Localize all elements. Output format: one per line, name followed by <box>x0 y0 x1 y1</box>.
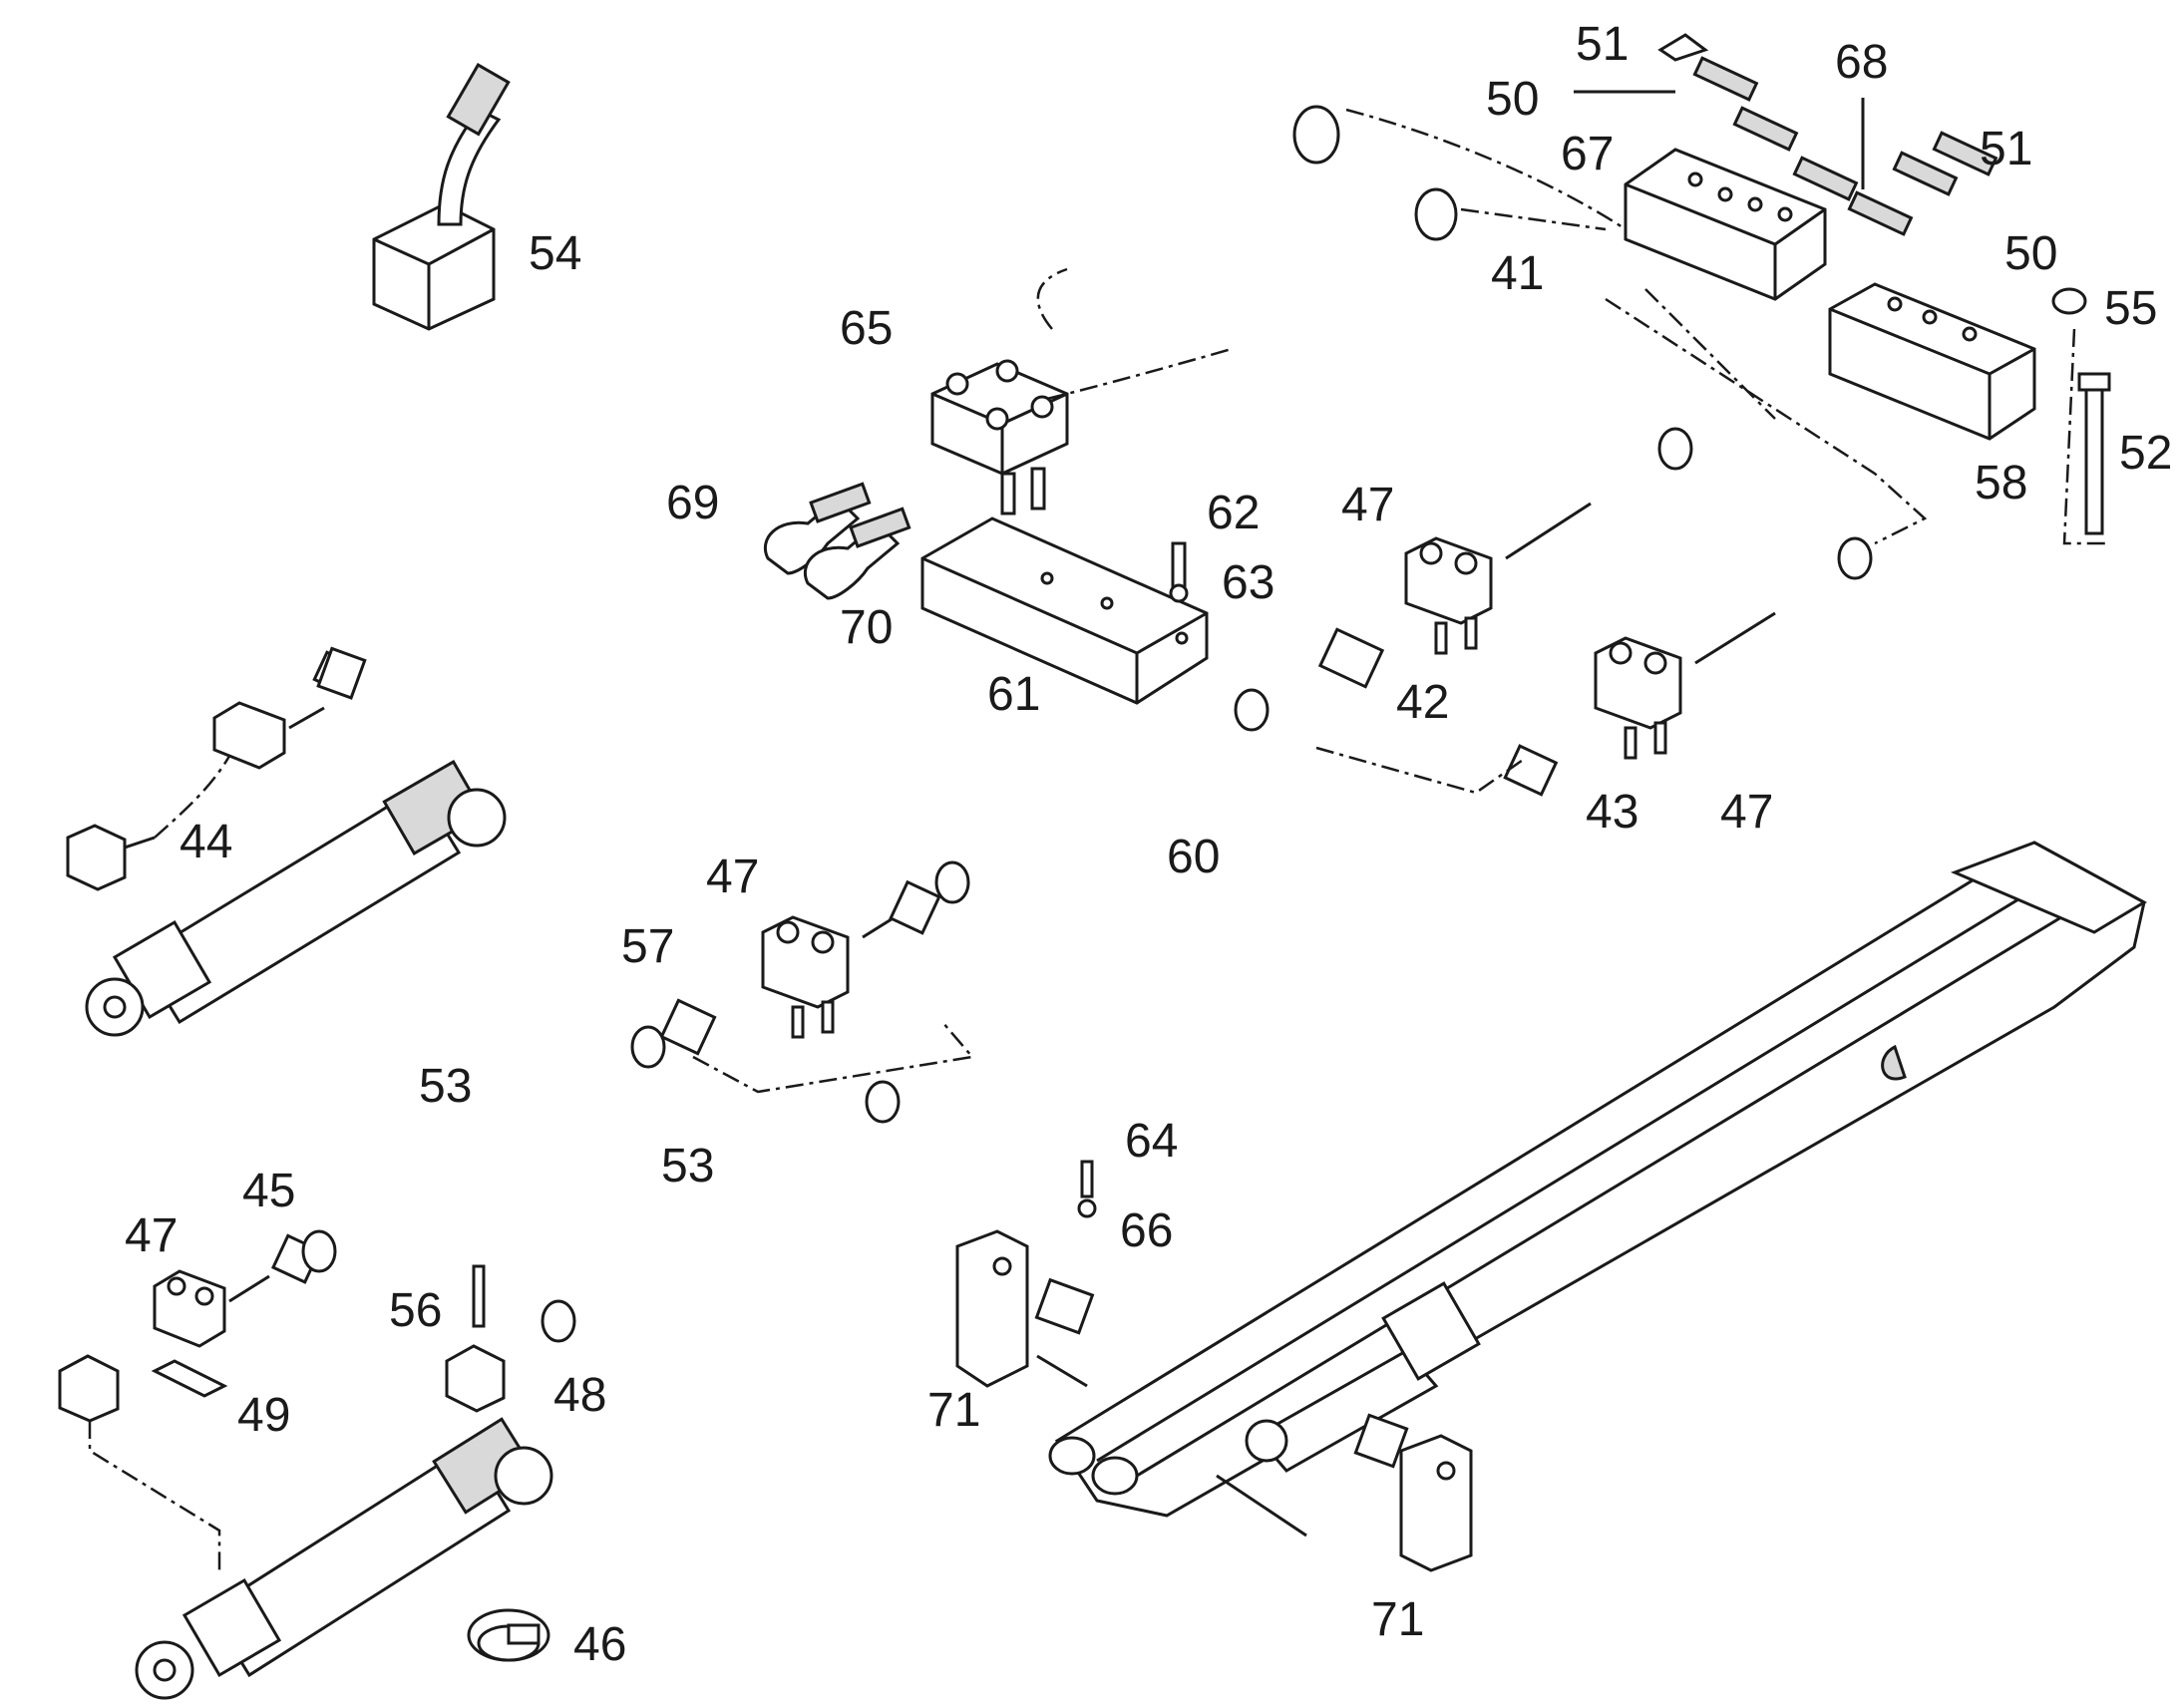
part-55-cap <box>2051 287 2087 315</box>
label-67: 67 <box>1561 128 1614 180</box>
part-46-clamp-ring <box>467 1608 550 1662</box>
part-bracket-square-right <box>1353 1413 1409 1469</box>
label-64: 64 <box>1125 1115 1178 1168</box>
label-45: 45 <box>242 1165 295 1217</box>
label-68: 68 <box>1835 36 1888 89</box>
label-71-left: 71 <box>927 1384 980 1437</box>
label-48: 48 <box>553 1369 606 1422</box>
label-47-lower: 47 <box>125 1209 178 1262</box>
part-71-block-right <box>1399 1434 1473 1572</box>
part-66-nut <box>1077 1198 1097 1218</box>
part-63-washer <box>1169 583 1189 603</box>
part-44-sensor-block <box>66 824 156 891</box>
part-47-clamp-lower <box>153 1269 226 1348</box>
part-52-long-bolt <box>2077 372 2111 535</box>
part-51-elbow-fittings <box>1657 33 1998 236</box>
label-53-left: 53 <box>419 1060 472 1113</box>
label-61: 61 <box>987 668 1040 721</box>
boom-arm <box>1048 841 2148 1537</box>
label-49: 49 <box>237 1389 290 1442</box>
part-69-hose-elbow <box>763 482 872 575</box>
label-55: 55 <box>2104 282 2157 335</box>
label-42: 42 <box>1396 676 1449 729</box>
label-50-top: 50 <box>1486 73 1539 126</box>
label-47-upper: 47 <box>1341 479 1394 531</box>
part-44-lower-block <box>58 1354 120 1423</box>
label-53-middle: 53 <box>661 1140 714 1193</box>
part-67-valve-block <box>1624 148 1827 301</box>
part-71-block-left <box>955 1229 1029 1388</box>
label-62: 62 <box>1207 487 1260 539</box>
part-49-plate <box>151 1359 228 1398</box>
hydraulic-cylinder-lower <box>135 1417 553 1700</box>
part-48-small-block <box>445 1344 506 1413</box>
part-61-mounting-plate <box>920 516 1209 705</box>
label-51-top: 51 <box>1576 18 1629 71</box>
label-56: 56 <box>389 1284 442 1337</box>
label-44-upper: 44 <box>180 816 232 868</box>
part-64-bolt <box>1080 1160 1094 1198</box>
label-57: 57 <box>621 920 674 973</box>
part-56-bolt <box>472 1264 486 1328</box>
label-69: 69 <box>666 477 719 529</box>
label-63: 63 <box>1222 556 1274 609</box>
part-54-hose-block <box>372 62 511 331</box>
label-47-middle: 47 <box>706 851 759 903</box>
label-50-right: 50 <box>2004 227 2057 280</box>
part-47-clamp-upper <box>1404 536 1493 655</box>
label-52: 52 <box>2119 427 2172 480</box>
hydraulic-cylinder-upper <box>85 759 507 1037</box>
part-47-clamp-right <box>1594 636 1682 760</box>
label-43: 43 <box>1586 786 1638 839</box>
part-47-clamp-middle <box>761 915 850 1039</box>
label-60: 60 <box>1167 831 1220 883</box>
label-51-right: 51 <box>1980 123 2032 175</box>
part-58-valve-block <box>1828 282 2036 441</box>
part-62-bolt <box>1171 541 1187 590</box>
label-58: 58 <box>1975 457 2027 510</box>
label-47-right: 47 <box>1720 786 1773 839</box>
part-65-clamp-assembly <box>930 359 1069 515</box>
label-41: 41 <box>1491 247 1544 300</box>
label-66: 66 <box>1120 1204 1173 1257</box>
label-46: 46 <box>573 1618 626 1671</box>
label-71-right: 71 <box>1371 1593 1424 1646</box>
label-54: 54 <box>529 227 581 280</box>
callout-labels: 54 51 50 68 67 51 41 50 55 65 52 58 69 6… <box>125 18 2172 1671</box>
part-44-upper-clamp <box>212 646 367 770</box>
label-70: 70 <box>840 601 893 654</box>
part-bracket-square <box>1034 1277 1095 1335</box>
label-65: 65 <box>840 302 893 355</box>
part-70-hose-elbow <box>803 507 911 600</box>
